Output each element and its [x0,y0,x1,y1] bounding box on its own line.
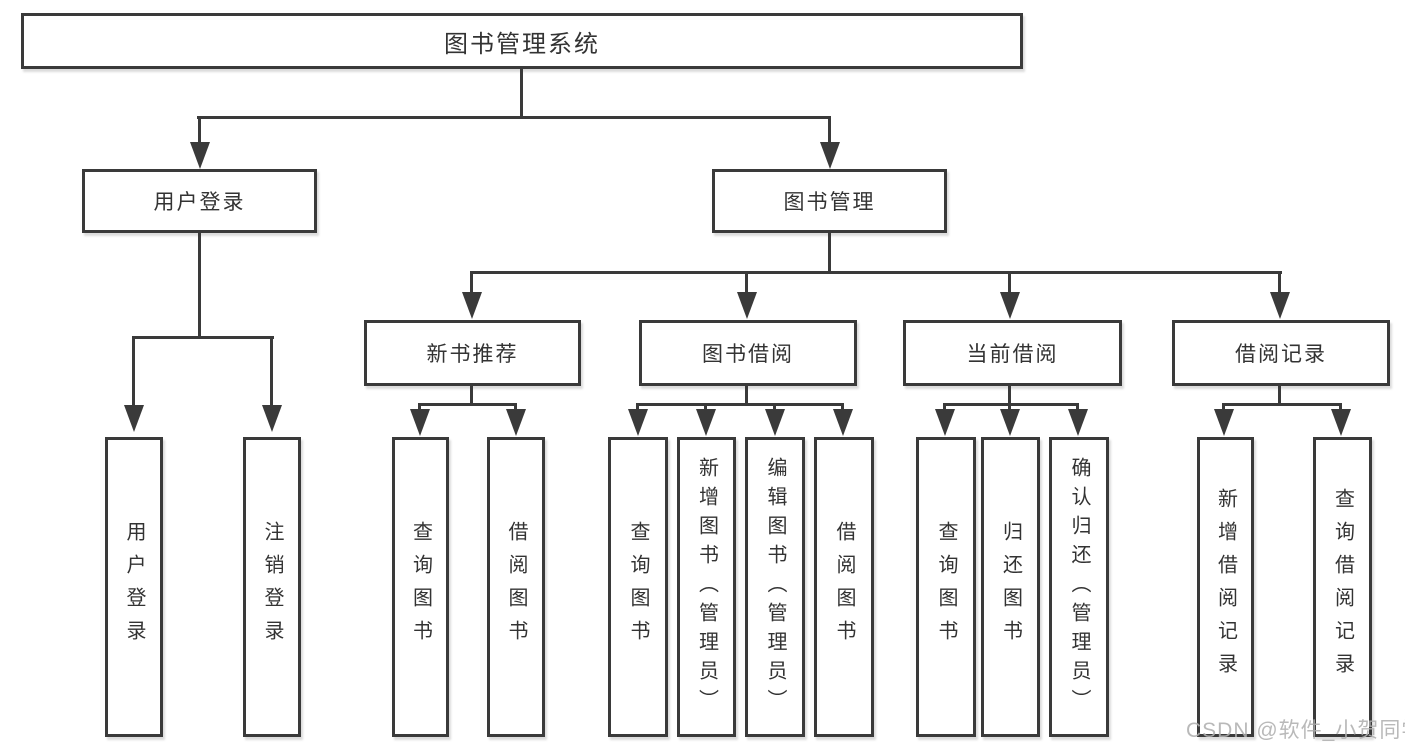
connector-line [470,271,1282,274]
leaf-query-books: 查询图书 [916,437,976,737]
csdn-watermark: CSDN @软件_小贺同学 [1186,719,1405,742]
connector-line [198,233,201,338]
connector-line [1222,403,1342,406]
arrow-down-icon [514,405,517,409]
connector-line [197,116,831,119]
arrow-down-icon [1278,274,1281,292]
node-library-management-system: 图书管理系统 [21,13,1023,69]
arrow-down-icon [704,405,707,409]
arrow-down-icon [1008,274,1011,292]
leaf-add-book-admin: 新增图书（管理员） [677,437,736,737]
leaf-borrow-books: 借阅图书 [487,437,545,737]
connector-line [636,403,844,406]
connector-line [745,386,748,405]
connector-line [1278,386,1281,405]
arrow-down-icon [828,118,831,142]
leaf-edit-book-admin: 编辑图书（管理员） [745,437,805,737]
connector-line [520,66,523,119]
connector-line [828,233,831,274]
connector-line [943,403,1079,406]
arrow-down-icon [841,405,844,409]
node-book-management: 图书管理 [712,169,947,233]
arrow-down-icon [943,405,946,409]
leaf-logout: 注销登录 [243,437,301,737]
node-new-book-recommend: 新书推荐 [364,320,581,386]
leaf-return-book: 归还图书 [981,437,1040,737]
arrow-down-icon [745,274,748,292]
connector-line [1008,386,1011,405]
connector-line [418,403,517,406]
arrow-down-icon [132,339,135,405]
arrow-down-icon [198,118,201,142]
arrow-down-icon [1339,405,1342,409]
node-book-borrow: 图书借阅 [639,320,857,386]
arrow-down-icon [1222,405,1225,409]
arrow-down-icon [418,405,421,409]
arrow-down-icon [270,339,273,405]
leaf-user-login: 用户登录 [105,437,163,737]
leaf-confirm-return-admin: 确认归还（管理员） [1049,437,1109,737]
arrow-down-icon [470,274,473,292]
node-user-login: 用户登录 [82,169,317,233]
leaf-borrow-books: 借阅图书 [814,437,874,737]
arrow-down-icon [1008,405,1011,409]
connector-line [470,386,473,405]
arrow-down-icon [1076,405,1079,409]
node-current-borrow: 当前借阅 [903,320,1122,386]
leaf-add-borrow-record: 新增借阅记录 [1197,437,1254,737]
leaf-query-books: 查询图书 [392,437,449,737]
arrow-down-icon [773,405,776,409]
connector-line [132,336,274,339]
leaf-query-borrow-record: 查询借阅记录 [1313,437,1372,737]
arrow-down-icon [636,405,639,409]
leaf-query-books: 查询图书 [608,437,668,737]
node-borrow-records: 借阅记录 [1172,320,1390,386]
